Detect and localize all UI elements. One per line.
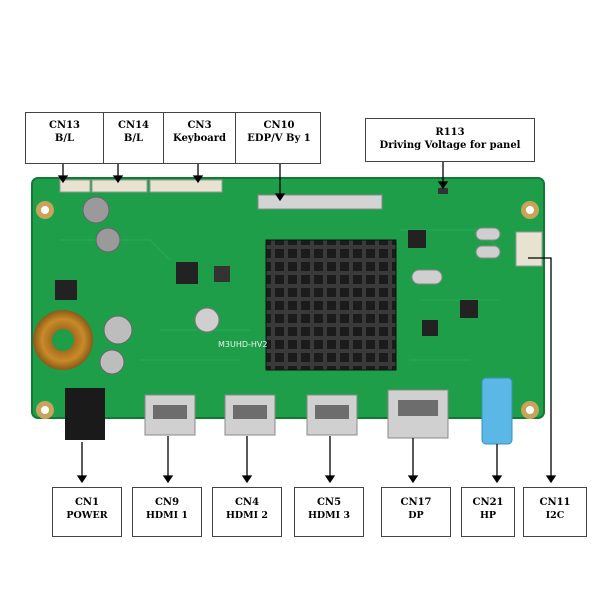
label-cn5-desc: HDMI 3 — [307, 510, 351, 521]
label-cn10-id: CN10 — [263, 120, 295, 131]
r113-component — [438, 188, 448, 194]
cn21-hp-jack — [481, 377, 513, 445]
arrows — [57, 162, 557, 484]
cn4-hdmi — [224, 394, 276, 436]
label-r113-id: R113 — [435, 127, 465, 138]
cn11-connector — [515, 231, 543, 267]
label-cn4: CN4 HDMI 2 — [212, 487, 282, 537]
heatsink — [265, 239, 397, 371]
label-cn13: CN13 B/L — [26, 113, 103, 163]
label-cn21: CN21 HP — [461, 487, 515, 537]
label-cn3-desc: Keyboard — [172, 133, 227, 144]
label-cn14-desc: B/L — [123, 133, 144, 144]
label-r113: R113 Driving Voltage for panel — [365, 118, 535, 162]
label-cn5: CN5 HDMI 3 — [294, 487, 364, 537]
cn10-connector — [257, 194, 383, 210]
cn1-power-jack — [65, 388, 105, 440]
label-cn14: CN14 B/L — [103, 113, 163, 163]
cn3-connector — [149, 179, 223, 193]
label-r113-desc: Driving Voltage for panel — [379, 140, 521, 151]
label-cn10-desc: EDP/V By 1 — [247, 133, 311, 144]
label-cn17-desc: DP — [408, 510, 424, 521]
label-cn1-desc: POWER — [66, 510, 108, 521]
label-cn11: CN11 I2C — [523, 487, 587, 537]
cn9-hdmi — [144, 394, 196, 436]
cn13-connector — [59, 179, 91, 193]
label-cn10: CN10 EDP/V By 1 — [235, 113, 322, 163]
label-cn4-id: CN4 — [234, 497, 260, 508]
cn14-connector — [91, 179, 148, 193]
label-cn17-id: CN17 — [400, 497, 432, 508]
label-cn17: CN17 DP — [381, 487, 451, 537]
cn5-hdmi — [306, 394, 358, 436]
cn17-dp — [387, 389, 449, 439]
toroid-inductor — [33, 310, 93, 370]
label-cn11-desc: I2C — [545, 510, 565, 521]
label-cn1-id: CN1 — [74, 497, 100, 508]
label-cn9-id: CN9 — [154, 497, 180, 508]
label-cn9-desc: HDMI 1 — [145, 510, 189, 521]
label-cn13-id: CN13 — [48, 120, 80, 131]
mounting-holes — [36, 201, 539, 419]
label-cn14-id: CN14 — [117, 120, 149, 131]
label-cn3-id: CN3 — [187, 120, 212, 131]
label-cn9: CN9 HDMI 1 — [132, 487, 202, 537]
label-cn4-desc: HDMI 2 — [225, 510, 269, 521]
label-cn1: CN1 POWER — [52, 487, 122, 537]
label-cn3: CN3 Keyboard — [163, 113, 235, 163]
label-cn11-id: CN11 — [539, 497, 571, 508]
board-silk-label: M3UHD-HV2 — [218, 340, 268, 349]
label-cn21-desc: HP — [479, 510, 497, 521]
pcb-board — [31, 177, 545, 419]
label-cn13-desc: B/L — [54, 133, 75, 144]
label-cn5-id: CN5 — [316, 497, 342, 508]
top-label-strip: CN13 B/L CN14 B/L CN3 Keyboard CN10 EDP/… — [25, 112, 321, 164]
label-cn21-id: CN21 — [472, 497, 504, 508]
